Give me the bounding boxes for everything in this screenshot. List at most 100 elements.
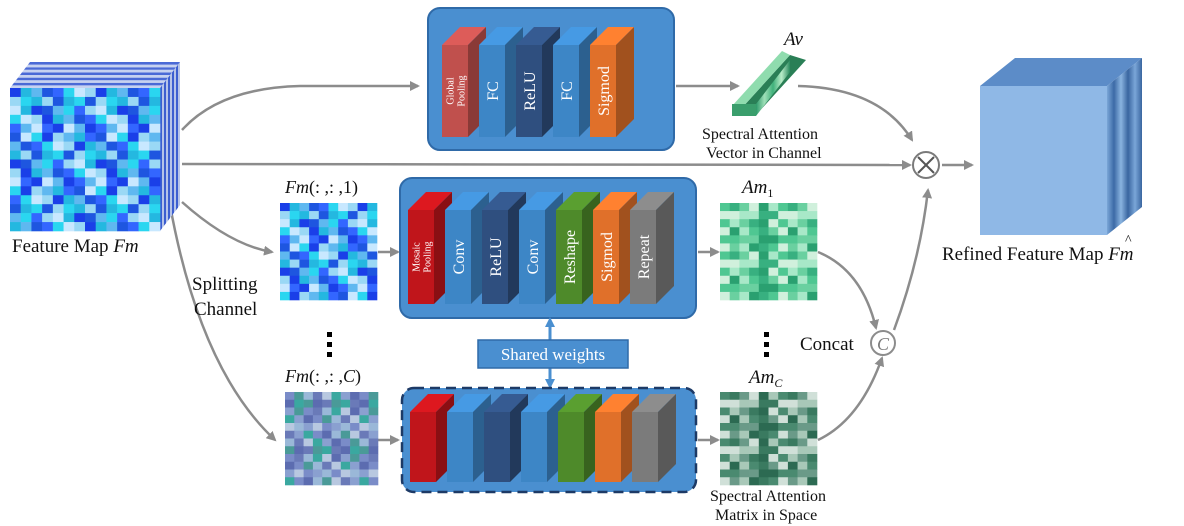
mosaic-cell	[338, 267, 349, 277]
mosaic-cell	[106, 213, 118, 223]
cube-side-stripe	[160, 85, 162, 232]
splitting-label-line2: Channel	[194, 299, 257, 320]
mosaic-cell	[294, 477, 304, 486]
mosaic-cell	[768, 259, 779, 268]
cube-side-stripe	[166, 77, 168, 224]
mosaic-cell	[720, 283, 730, 293]
mosaic-cell	[749, 423, 760, 432]
mosaic-cell	[303, 415, 314, 424]
mosaic-cell	[357, 203, 368, 212]
mosaic-cell	[778, 423, 789, 432]
av-label: Av	[782, 29, 804, 50]
mosaic-cell	[807, 259, 818, 268]
mosaic-cell	[729, 399, 740, 408]
mosaic-cell	[285, 407, 295, 416]
mosaic-cell	[749, 477, 760, 486]
mosaic-cell	[807, 454, 818, 463]
cube-top-stripe	[16, 77, 168, 81]
mosaic-cell	[797, 446, 808, 455]
mosaic-cell	[117, 96, 129, 107]
mosaic-cell	[338, 259, 349, 268]
mosaic-cell	[328, 211, 339, 220]
mosaic-cell	[85, 168, 97, 178]
mosaic-cell	[749, 259, 760, 268]
mosaic-cell	[149, 114, 161, 125]
shared-weights-box	[477, 339, 629, 369]
mosaic-cell	[778, 235, 789, 244]
mosaic-cell	[739, 211, 750, 220]
mosaic-cell	[299, 267, 310, 277]
mosaic-cell	[106, 105, 118, 116]
mosaic-cell	[331, 469, 342, 478]
cube-side-stripe	[168, 75, 170, 221]
ellipsis-right	[764, 332, 769, 357]
mosaic-cell	[338, 283, 349, 293]
mosaic-cell	[318, 211, 329, 220]
mosaic-cell	[127, 213, 139, 223]
mosaic-cell	[63, 177, 75, 187]
mosaic-cell	[10, 114, 22, 125]
mosaic-cell	[280, 275, 290, 285]
cube-side-face	[160, 62, 180, 232]
mosaic-cell	[309, 275, 320, 285]
cube-top-stripe	[12, 82, 164, 86]
mosaic-cell	[797, 243, 808, 252]
mosaic-cell	[787, 423, 798, 432]
mosaic-cell	[807, 227, 818, 236]
mosaic-cell	[739, 259, 750, 268]
mosaic-cell	[149, 105, 161, 116]
mosaic-cell	[787, 446, 798, 455]
mosaic-cell	[285, 399, 295, 408]
mosaic-cell	[357, 211, 368, 220]
mosaic-cell	[768, 415, 779, 424]
block-label: Pooling	[423, 241, 434, 272]
mosaic-cell	[74, 213, 86, 223]
mosaic-cell	[758, 219, 769, 228]
mosaic-cell	[729, 446, 740, 455]
mosaic-cell	[768, 469, 779, 478]
am1-matrix	[720, 203, 818, 301]
mosaic-cell	[768, 235, 779, 244]
mosaic-cell	[778, 219, 789, 228]
mosaic-cell	[280, 267, 290, 277]
mosaic-cell	[117, 177, 129, 187]
mosaic-cell	[720, 407, 730, 416]
cube-top-stripe	[14, 80, 166, 83]
mosaic-cell	[106, 204, 118, 214]
amc-matrix	[720, 392, 818, 486]
mosaic-cell	[127, 204, 139, 214]
mosaic-cell	[797, 430, 808, 439]
mosaic-cell	[294, 423, 304, 432]
mosaic-cell	[117, 204, 129, 214]
mosaic-cell	[778, 251, 789, 260]
mosaic-cell	[138, 177, 150, 187]
mosaic-cell	[106, 96, 118, 107]
mosaic-cell	[117, 168, 129, 178]
mosaic-cell	[787, 203, 798, 212]
block-label: FC	[559, 81, 576, 101]
mosaic-cell	[31, 195, 43, 205]
mosaic-cell	[347, 283, 358, 293]
mosaic-cell	[778, 283, 789, 293]
mosaic-cell	[350, 461, 360, 470]
mosaic-cell	[328, 203, 339, 212]
mosaic-cell	[312, 454, 323, 463]
mosaic-cell	[720, 399, 730, 408]
mosaic-cell	[331, 477, 342, 486]
cube-top-stripe	[10, 85, 162, 88]
mosaic-cell	[117, 150, 129, 160]
mosaic-cell	[749, 219, 760, 228]
cube-side-stripe	[172, 69, 174, 216]
mosaic-cell	[720, 203, 730, 212]
mosaic-cell	[280, 243, 290, 252]
mosaic-cell	[807, 399, 818, 408]
mosaic-cell	[350, 438, 360, 447]
mosaic-cell	[368, 415, 379, 424]
mosaic-cell	[285, 430, 295, 439]
mosaic-cell	[52, 213, 64, 223]
cube-side-stripe	[174, 67, 176, 213]
mosaic-cell	[739, 454, 750, 463]
mosaic-cell	[20, 150, 32, 160]
mosaic-cell	[328, 251, 339, 260]
mosaic-cell	[350, 454, 360, 463]
